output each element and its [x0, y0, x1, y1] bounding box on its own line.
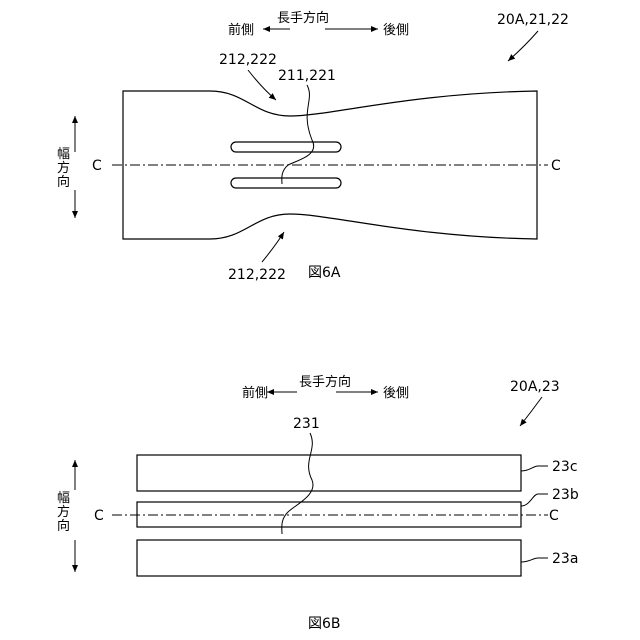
ref-slits-label: 211,221: [278, 68, 336, 84]
ref-23b-leader: [521, 494, 548, 506]
axis-label-left-b: C: [94, 508, 104, 524]
ref-23c-label: 23c: [552, 459, 578, 475]
width-dir-char-1: 幅: [57, 147, 70, 162]
figure-6b: 長手方向 前側 後側 20A,23 幅 方 向 C C 231 23c 23b …: [57, 374, 579, 632]
axis-label-left: C: [92, 158, 102, 174]
strip-23c: [137, 455, 521, 491]
front-label: 前側: [228, 22, 254, 38]
figure-caption-6a: 図6A: [308, 265, 341, 281]
rear-label: 後側: [383, 23, 409, 38]
slit-upper: [231, 142, 341, 152]
width-dir-char-3: 向: [57, 174, 70, 190]
ref-edge-bottom-label: 212,222: [228, 267, 286, 283]
width-dir-char-2-b: 方: [57, 504, 70, 520]
ref-23a-label: 23a: [552, 551, 578, 567]
longitudinal-direction-label: 長手方向: [277, 10, 329, 26]
width-dir-char-3-b: 向: [57, 518, 70, 534]
ref-main-leader-b: [520, 397, 542, 426]
ref-main-label: 20A,21,22: [497, 12, 569, 28]
rear-label-b: 後側: [383, 386, 409, 401]
axis-label-right-b: C: [549, 508, 559, 524]
axis-label-right: C: [551, 158, 561, 174]
longitudinal-direction-label-b: 長手方向: [299, 374, 351, 390]
ref-slits-leader: [282, 85, 314, 184]
width-dir-char-2: 方: [57, 160, 70, 176]
width-dir-char-1-b: 幅: [57, 491, 70, 506]
ref-edge-top-leader: [248, 70, 276, 100]
figure-6a: 長手方向 前側 後側 20A,21,22 幅 方 向 C C 211,221 2…: [57, 10, 569, 283]
front-label-b: 前側: [242, 385, 268, 401]
strip-23a: [137, 540, 521, 576]
ref-main-leader: [508, 31, 538, 61]
ref-23c-leader: [521, 466, 548, 471]
ref-edge-bottom-leader: [262, 232, 284, 262]
ref-main-label-b: 20A,23: [510, 379, 560, 395]
ref-23b-label: 23b: [552, 487, 579, 503]
ref-edge-top-label: 212,222: [219, 52, 277, 68]
ref-23a-leader: [521, 558, 548, 562]
figure-caption-6b: 図6B: [308, 616, 341, 632]
slit-lower: [231, 178, 341, 188]
ref-slits-label-b: 231: [293, 416, 320, 432]
ref-slits-leader-b: [282, 433, 313, 534]
strip-23b: [137, 502, 521, 527]
